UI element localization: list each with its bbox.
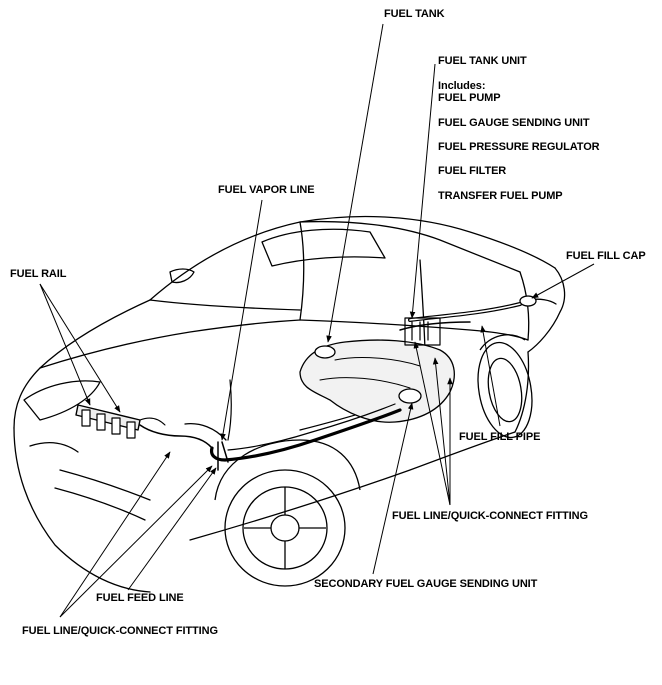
label-secondary-fuel-gauge-sending-unit: SECONDARY FUEL GAUGE SENDING UNIT (314, 578, 538, 590)
label-fuel-vapor-line: FUEL VAPOR LINE (218, 184, 315, 196)
label-fuel-pressure-regulator: FUEL PRESSURE REGULATOR (438, 141, 600, 153)
label-fuel-line-quick-connect-left: FUEL LINE/QUICK-CONNECT FITTING (22, 625, 218, 637)
wheels (214, 334, 533, 587)
fuel-components (75, 295, 537, 471)
label-transfer-fuel-pump: TRANSFER FUEL PUMP (438, 190, 563, 202)
label-fuel-tank: FUEL TANK (384, 8, 445, 20)
label-fuel-line-quick-connect-right: FUEL LINE/QUICK-CONNECT FITTING (392, 510, 588, 522)
label-includes: Includes: (438, 80, 486, 92)
label-fuel-filter: FUEL FILTER (438, 165, 507, 177)
label-fuel-fill-cap: FUEL FILL CAP (566, 250, 646, 262)
leader-lines (39, 23, 595, 618)
label-fuel-gauge-sending-unit: FUEL GAUGE SENDING UNIT (438, 117, 590, 129)
label-fuel-fill-pipe: FUEL FILL PIPE (459, 431, 541, 443)
label-fuel-pump: FUEL PUMP (438, 92, 501, 104)
label-fuel-rail: FUEL RAIL (10, 268, 67, 280)
label-fuel-feed-line: FUEL FEED LINE (96, 592, 184, 604)
label-fuel-tank-unit: FUEL TANK UNIT (438, 55, 527, 67)
